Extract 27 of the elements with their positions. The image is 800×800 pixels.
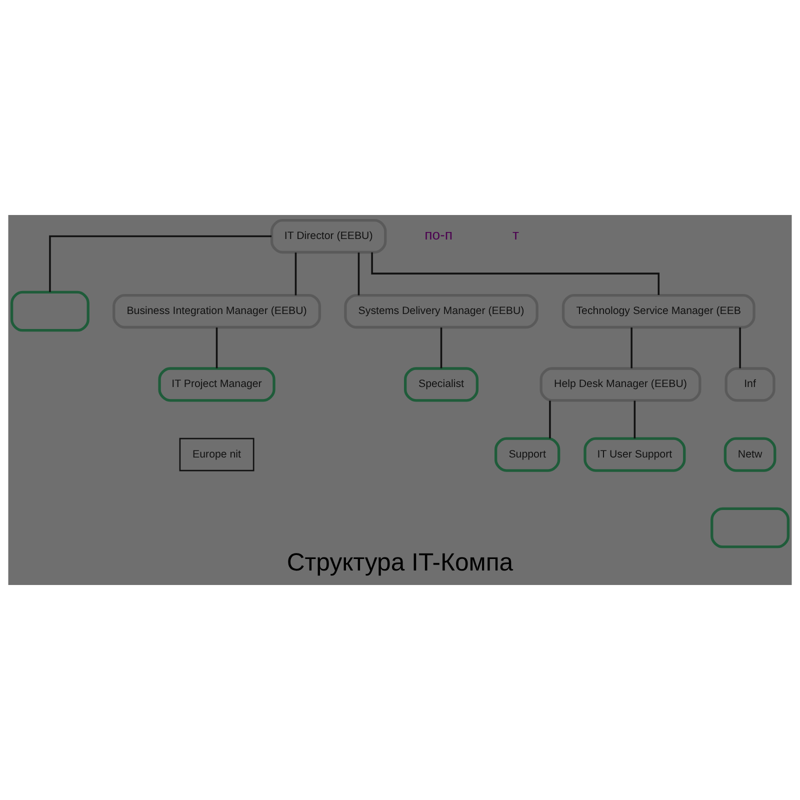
connector xyxy=(440,328,442,368)
connector xyxy=(49,235,272,292)
diagram-title: Структура IT-Компа xyxy=(286,549,514,576)
label: т xyxy=(512,228,520,244)
connector xyxy=(216,328,218,368)
node-box: Help Desk Manager (EEBU) xyxy=(540,367,702,402)
node-box: Netw xyxy=(724,437,776,472)
connector xyxy=(371,252,660,296)
node-box: Support xyxy=(494,437,560,472)
connector xyxy=(630,328,632,368)
node-box xyxy=(10,290,90,332)
node-box xyxy=(710,507,790,548)
node-box: Inf xyxy=(724,367,776,402)
connector xyxy=(294,252,297,296)
connector xyxy=(549,400,551,438)
node-box: Specialist xyxy=(404,367,479,402)
node-box: IT User Support xyxy=(584,437,686,472)
node-box: Technology Service Manager (EEB xyxy=(562,294,756,329)
node-box: Systems Delivery Manager (EEBU) xyxy=(344,294,538,329)
node-box: IT Director (EEBU) xyxy=(270,219,387,254)
connector xyxy=(739,328,741,368)
connector xyxy=(634,400,636,438)
node-box: IT Project Manager xyxy=(158,367,276,402)
label: по-п xyxy=(424,228,453,244)
node-box: Business Integration Manager (EEBU) xyxy=(112,294,322,329)
connector xyxy=(358,252,360,296)
node-box: Europe nit xyxy=(179,438,254,472)
